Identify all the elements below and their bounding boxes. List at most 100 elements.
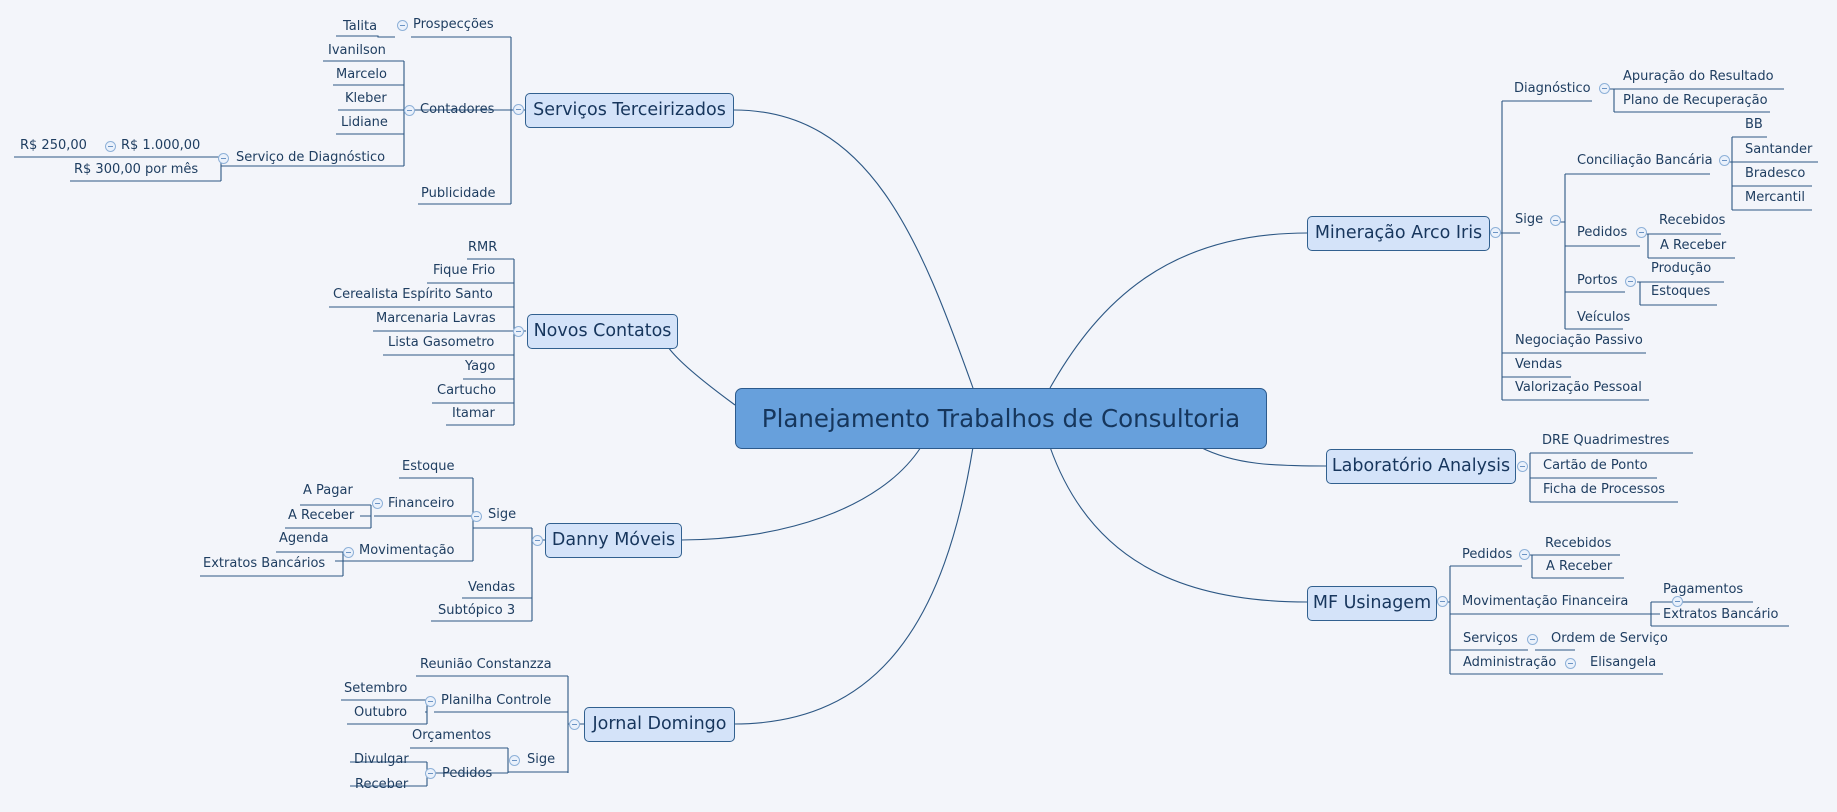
node-a-receber[interactable]: A Receber [1546,559,1613,574]
node-ficha-processos[interactable]: Ficha de Processos [1543,482,1666,497]
node-setembro[interactable]: Setembro [344,681,408,696]
collapse-icon[interactable] [513,104,524,115]
node-administracao[interactable]: Administração [1463,655,1557,670]
node-pedidos[interactable]: Pedidos [442,766,493,781]
node-kleber[interactable]: Kleber [345,91,387,106]
node-pagamentos[interactable]: Pagamentos [1663,582,1744,597]
topic-laboratorio-analysis[interactable]: Laboratório Analysis [1326,449,1516,484]
collapse-icon[interactable] [343,547,354,558]
node-outubro[interactable]: Outubro [354,705,408,720]
node-a-pagar[interactable]: A Pagar [303,483,353,498]
node-r250[interactable]: R$ 250,00 [20,138,87,153]
node-agenda[interactable]: Agenda [279,531,329,546]
node-elisangela[interactable]: Elisangela [1590,655,1657,670]
node-receber[interactable]: Receber [355,777,409,792]
node-divulgar[interactable]: Divulgar [354,752,409,767]
collapse-icon[interactable] [425,696,436,707]
node-movimentacao[interactable]: Movimentação [359,543,455,558]
node-lidiane[interactable]: Lidiane [341,115,388,130]
node-novos-contato[interactable]: Cerealista Espírito Santo [333,287,493,302]
node-estoque[interactable]: Estoque [402,459,455,474]
node-novos-contato[interactable]: Yago [465,359,496,374]
node-servico-diagnostico[interactable]: Serviço de Diagnóstico [236,150,386,165]
collapse-icon[interactable] [532,535,543,546]
node-planilha-controle[interactable]: Planilha Controle [441,693,552,708]
node-novos-contato[interactable]: Itamar [452,406,495,421]
node-bradesco[interactable]: Bradesco [1745,166,1806,181]
collapse-icon[interactable] [404,105,415,116]
collapse-icon[interactable] [397,20,408,31]
node-extratos-bancarios[interactable]: Extratos Bancários [203,556,326,571]
node-apuracao-resultado[interactable]: Apuração do Resultado [1623,69,1774,84]
collapse-icon[interactable] [471,511,482,522]
node-portos[interactable]: Portos [1577,273,1618,288]
node-talita[interactable]: Talita [343,19,378,34]
collapse-icon[interactable] [509,755,520,766]
collapse-icon[interactable] [1437,596,1448,607]
collapse-icon[interactable] [513,326,524,337]
node-mercantil[interactable]: Mercantil [1745,190,1805,205]
node-novos-contato[interactable]: Lista Gasometro [388,335,495,350]
collapse-icon[interactable] [218,153,229,164]
node-a-receber[interactable]: A Receber [288,508,355,523]
node-sige[interactable]: Sige [527,752,556,767]
node-pedidos[interactable]: Pedidos [1462,547,1513,562]
collapse-icon[interactable] [1599,83,1610,94]
node-conciliacao-bancaria[interactable]: Conciliação Bancária [1577,153,1713,168]
topic-danny-moveis[interactable]: Danny Móveis [545,523,682,558]
node-servicos[interactable]: Serviços [1463,631,1518,646]
node-novos-contato[interactable]: Cartucho [437,383,497,398]
node-novos-contato[interactable]: Marcenaria Lavras [376,311,496,326]
node-ordem-servico[interactable]: Ordem de Serviço [1551,631,1668,646]
topic-servicos-terceirizados[interactable]: Serviços Terceirizados [525,93,734,128]
topic-mineracao-arco-iris[interactable]: Mineração Arco Iris [1307,216,1490,251]
collapse-icon[interactable] [1636,227,1647,238]
node-r300[interactable]: R$ 300,00 por mês [74,162,199,177]
collapse-icon[interactable] [1625,276,1636,287]
central-topic[interactable]: Planejamento Trabalhos de Consultoria [735,388,1267,449]
collapse-icon[interactable] [372,498,383,509]
node-novos-contato[interactable]: Fique Frio [433,263,496,278]
collapse-icon[interactable] [1672,596,1683,607]
collapse-icon[interactable] [1517,461,1528,472]
node-pedidos[interactable]: Pedidos [1577,225,1628,240]
node-valorizacao-pessoal[interactable]: Valorização Pessoal [1515,380,1642,395]
node-extratos-bancario[interactable]: Extratos Bancário [1663,607,1779,622]
node-recebidos[interactable]: Recebidos [1545,536,1612,551]
node-prospeccoes[interactable]: Prospecções [413,17,494,32]
node-plano-recuperacao[interactable]: Plano de Recuperação [1623,93,1768,108]
node-reuniao-constanzza[interactable]: Reunião Constanzza [420,657,552,672]
node-movimentacao-financeira[interactable]: Movimentação Financeira [1462,594,1629,609]
node-cartao-ponto[interactable]: Cartão de Ponto [1543,458,1648,473]
node-contadores[interactable]: Contadores [420,102,495,117]
topic-mf-usinagem[interactable]: MF Usinagem [1307,586,1437,621]
node-dre-quadrimestres[interactable]: DRE Quadrimestres [1542,433,1670,448]
node-publicidade[interactable]: Publicidade [421,186,496,201]
node-estoques[interactable]: Estoques [1651,284,1711,299]
node-sige[interactable]: Sige [1515,212,1544,227]
node-santander[interactable]: Santander [1745,142,1813,157]
node-negociacao-passivo[interactable]: Negociação Passivo [1515,333,1643,348]
node-producao[interactable]: Produção [1651,261,1712,276]
collapse-icon[interactable] [1490,227,1501,238]
node-subtopico-3[interactable]: Subtópico 3 [438,603,516,618]
node-veiculos[interactable]: Veículos [1577,310,1631,325]
collapse-icon[interactable] [1719,155,1730,166]
topic-novos-contatos[interactable]: Novos Contatos [527,314,678,349]
node-bb[interactable]: BB [1745,117,1763,132]
node-orcamentos[interactable]: Orçamentos [412,728,492,743]
node-novos-contato[interactable]: RMR [468,240,498,255]
node-recebidos[interactable]: Recebidos [1659,213,1726,228]
collapse-icon[interactable] [1527,634,1538,645]
collapse-icon[interactable] [569,719,580,730]
collapse-icon[interactable] [1550,215,1561,226]
node-vendas[interactable]: Vendas [468,580,516,595]
topic-jornal-domingo[interactable]: Jornal Domingo [584,707,735,742]
collapse-icon[interactable] [1565,658,1576,669]
collapse-icon[interactable] [425,768,436,779]
node-financeiro[interactable]: Financeiro [388,496,455,511]
node-marcelo[interactable]: Marcelo [336,67,387,82]
node-r1000[interactable]: R$ 1.000,00 [121,138,201,153]
node-vendas[interactable]: Vendas [1515,357,1563,372]
node-a-receber[interactable]: A Receber [1660,238,1727,253]
